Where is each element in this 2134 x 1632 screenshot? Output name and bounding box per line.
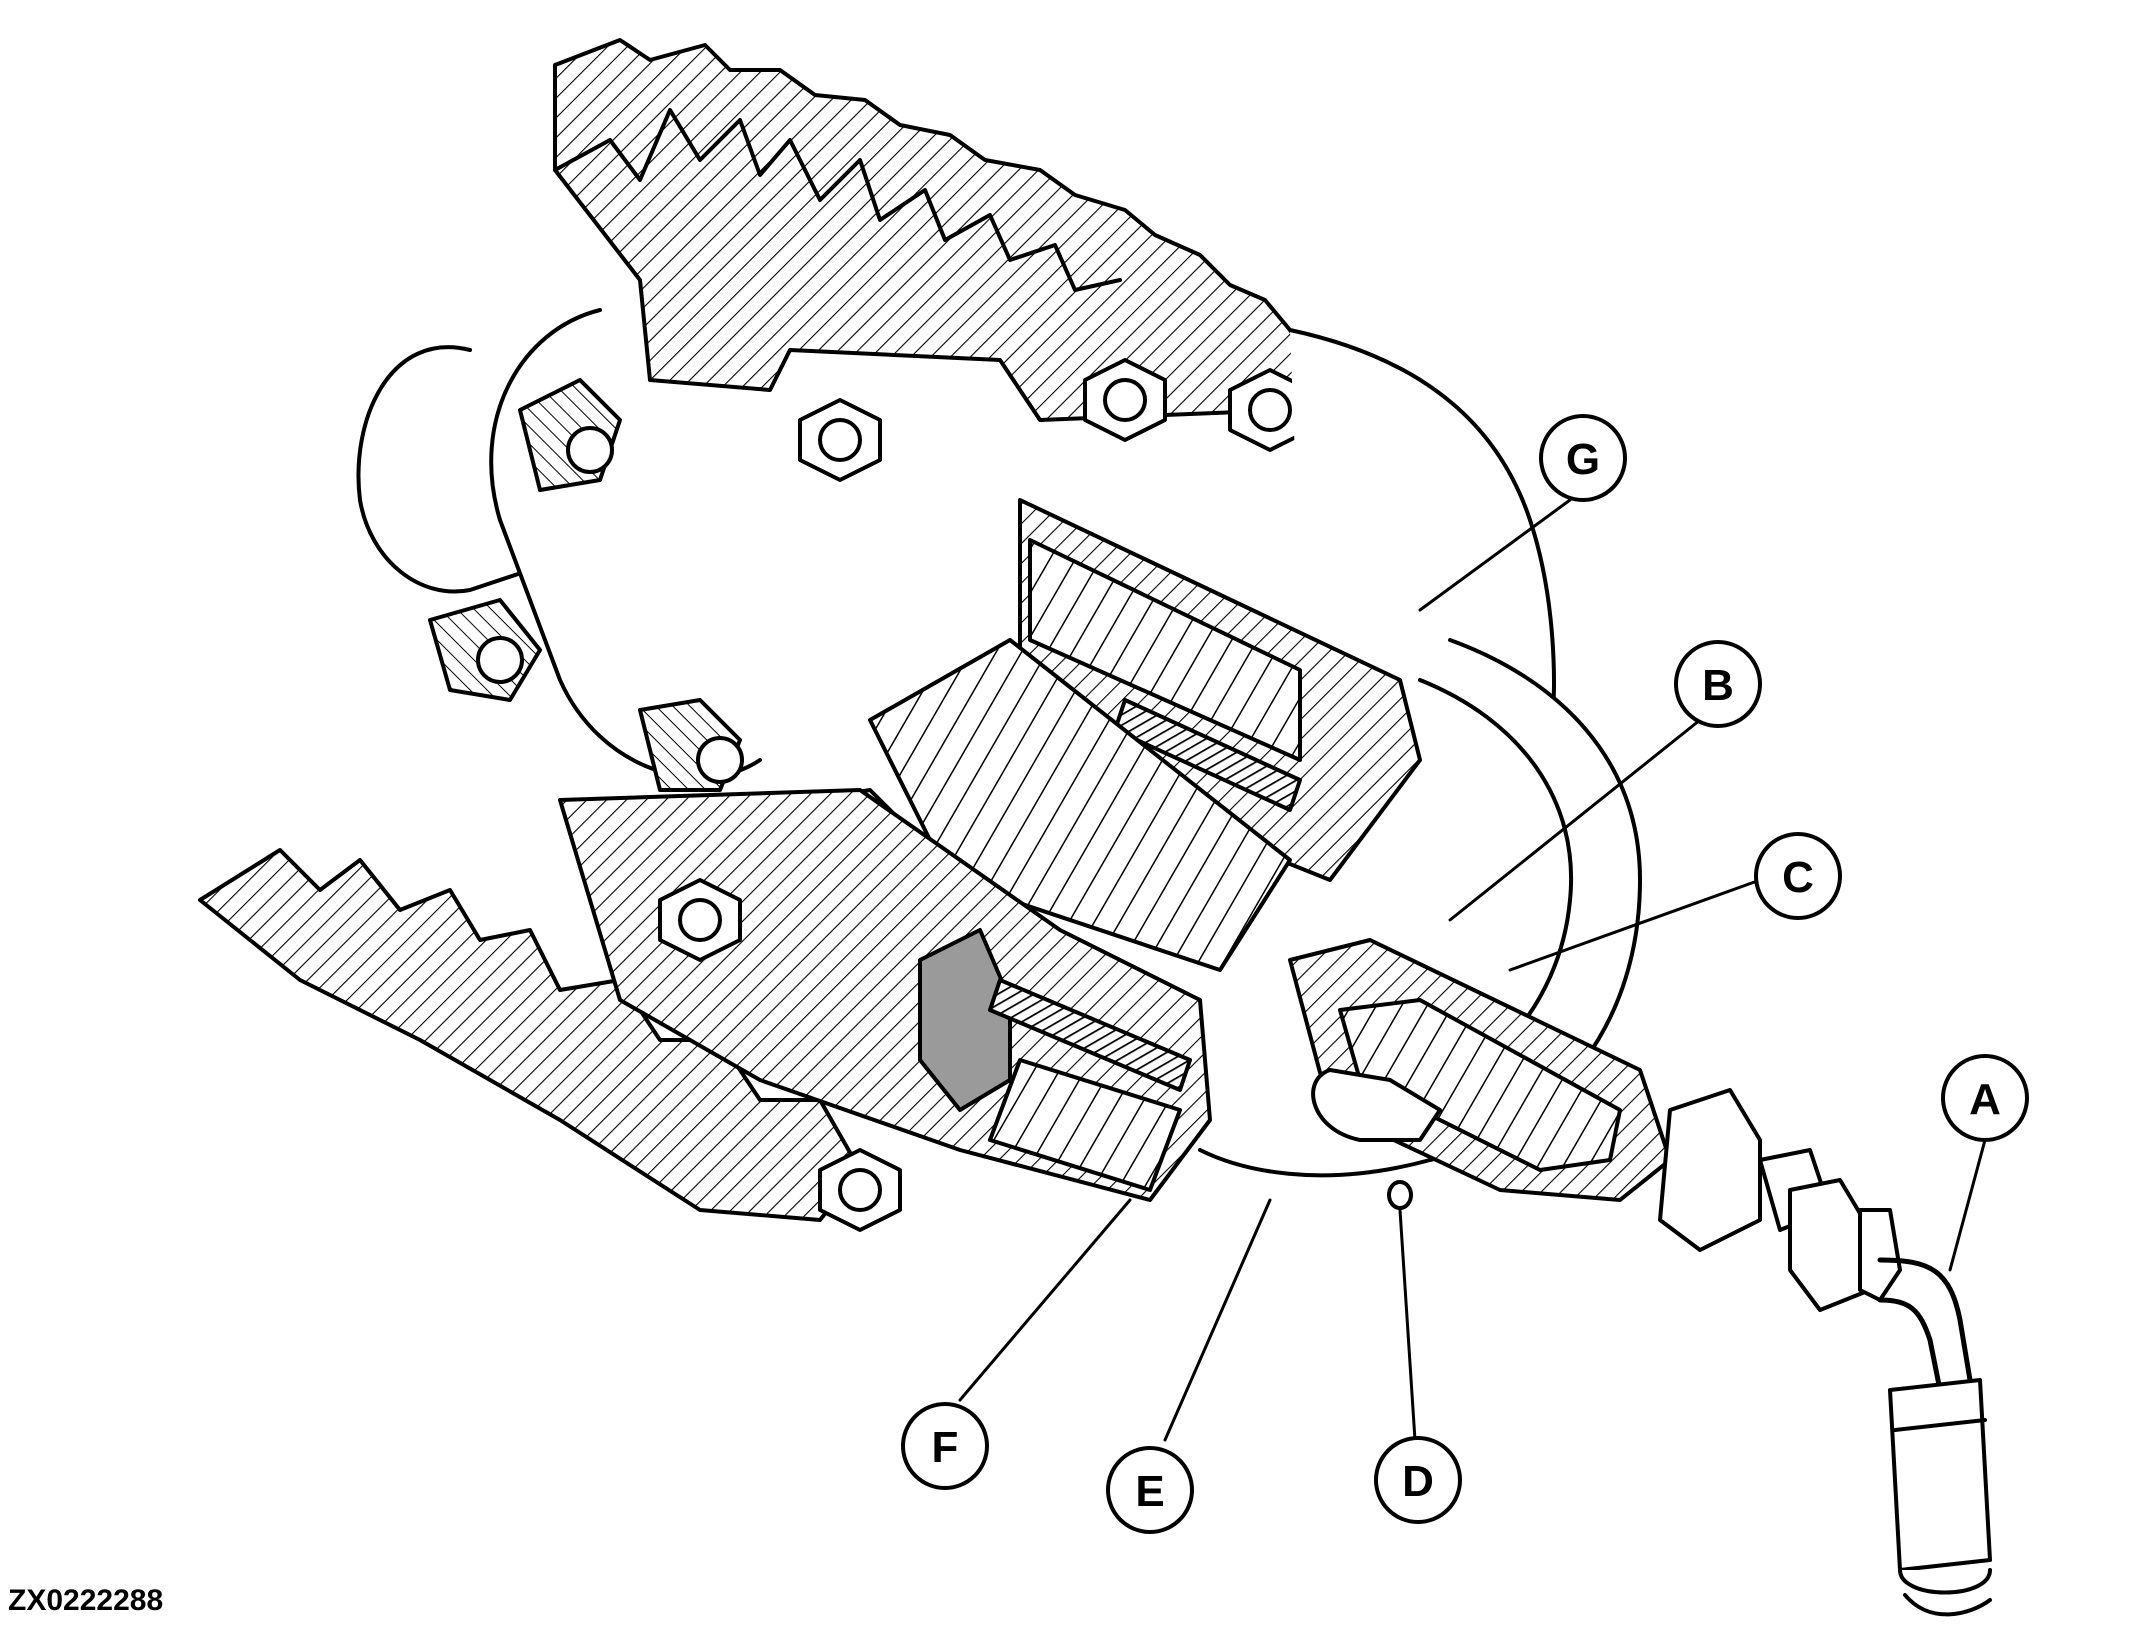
- lower-spring: [988, 978, 1192, 1092]
- bearing-rear-upper: [518, 378, 622, 492]
- leader-line-f: [958, 1198, 1132, 1402]
- hose-end: [1898, 1568, 1992, 1595]
- bolt-head-lower-2: [818, 1148, 902, 1232]
- callout-a: A: [1941, 1054, 2029, 1142]
- leader-line-d: [1398, 1208, 1417, 1442]
- callout-e: E: [1106, 1446, 1194, 1534]
- bearing-rear-lower: [428, 598, 542, 702]
- fitting-nut-1: [1658, 1088, 1762, 1252]
- ring-gear-teeth: [988, 1058, 1182, 1192]
- brake-spring: [1113, 698, 1302, 812]
- hydraulic-hose: [1877, 1257, 1973, 1383]
- callout-label-f: F: [932, 1423, 959, 1472]
- callout-label-d: D: [1402, 1457, 1434, 1506]
- fitting-nut-3: [1858, 1208, 1902, 1302]
- callout-label-g: G: [1566, 435, 1600, 484]
- leader-line-g: [1418, 498, 1572, 612]
- planetary-gear: [918, 928, 1012, 1112]
- leader-line-e: [1163, 1198, 1272, 1442]
- callout-b: B: [1674, 640, 1762, 728]
- port-hole: [1387, 1180, 1413, 1210]
- callout-f: F: [901, 1402, 989, 1490]
- leader-line-b: [1448, 718, 1702, 922]
- bolt-head-upper-3: [798, 398, 882, 482]
- callout-label-c: C: [1782, 853, 1814, 902]
- hydraulic-hose-inner: [1877, 1297, 1943, 1393]
- bearing-front-upper: [638, 698, 744, 792]
- leader-line-c: [1508, 878, 1762, 972]
- callout-d: D: [1374, 1436, 1462, 1524]
- leader-line-a: [1948, 1138, 1987, 1272]
- hose-ferrule-line: [1893, 1418, 1987, 1432]
- figure-code: ZX0222288: [8, 1584, 163, 1617]
- bolt-head-lower-1: [658, 878, 742, 962]
- callout-g: G: [1539, 414, 1627, 502]
- callout-label-b: B: [1702, 661, 1734, 710]
- lower-sprocket-segment: [198, 848, 862, 1222]
- hose-cut-end: [1903, 1593, 1992, 1617]
- upper-sprocket-segment: [553, 38, 1312, 422]
- hose-ferrule: [1888, 1378, 1992, 1572]
- bolt-head-upper-1: [1083, 358, 1167, 442]
- brake-disc-stack: [1028, 538, 1302, 762]
- callout-label-a: A: [1969, 1075, 2001, 1124]
- upper-sprocket-teeth: [553, 108, 1122, 292]
- retaining-ring: [1311, 1068, 1442, 1142]
- callout-c: C: [1754, 832, 1842, 920]
- callout-label-e: E: [1135, 1467, 1164, 1516]
